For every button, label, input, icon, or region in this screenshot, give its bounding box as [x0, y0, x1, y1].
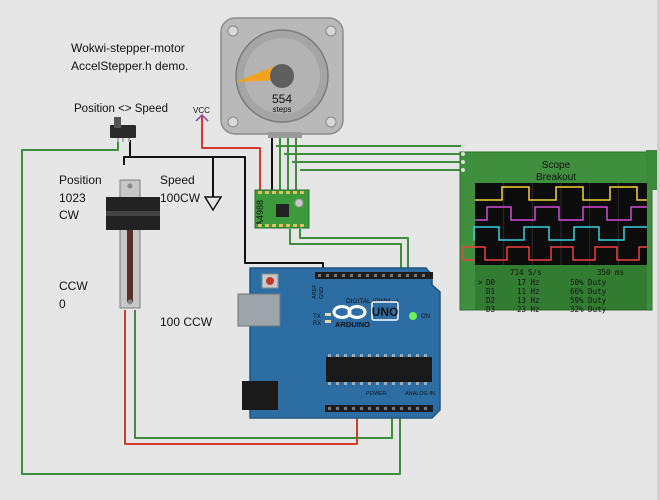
vcc-symbol[interactable]: VCC: [193, 106, 210, 122]
driver-label: A4988: [255, 200, 265, 226]
a4988-driver[interactable]: A4988: [254, 189, 310, 229]
ground-symbol[interactable]: [203, 196, 223, 212]
right-edge-bar: [657, 0, 660, 500]
slider-speed-label: Speed: [160, 173, 195, 187]
motor-screw-hole: [227, 25, 239, 37]
scope-title-line-2: Breakout: [536, 172, 576, 183]
arduino-uno[interactable]: AREF GND DIGITAL (PWM ~) UNO ARDUINO TX …: [237, 267, 441, 419]
title-line-2: AccelStepper.h demo.: [71, 59, 188, 73]
scope-row-channel: D2: [486, 296, 495, 305]
wire-green-driver-step[interactable]: [289, 229, 402, 275]
vcc-label: VCC: [193, 106, 210, 115]
scope-row-marker: >: [478, 278, 483, 287]
on-led: [409, 312, 417, 320]
slider-speed-value: 100CW: [160, 191, 201, 205]
slider-position-dir: CW: [59, 208, 80, 222]
tx-label: TX: [313, 314, 321, 320]
wire-red-vcc-to-driver[interactable]: [201, 116, 261, 190]
wires: [21, 116, 463, 475]
scope-row-frequency: 13 Hz: [517, 296, 540, 305]
motor-screw-hole: [227, 116, 239, 128]
scope-header-window: 350 ms: [597, 268, 624, 277]
wire-green-switch-to-a1[interactable]: [21, 140, 401, 475]
slider-position-label: Position: [59, 173, 102, 187]
scope-row-channel: D3: [486, 305, 495, 314]
scope-trace-D2: [473, 226, 647, 241]
motor-screw-hole: [325, 116, 337, 128]
motor-shaft: [270, 64, 294, 88]
scope-title-line-1: Scope: [542, 160, 571, 171]
driver-chip: [276, 204, 289, 217]
slider-bottom-label: 100 CCW: [160, 315, 213, 329]
scope-grid: [503, 183, 619, 265]
stepper-motor[interactable]: 554 steps: [220, 17, 344, 138]
scope-trace-D0: [475, 186, 647, 201]
title-line-1: Wokwi-stepper-motor: [71, 41, 185, 55]
gnd-label: GND: [319, 287, 325, 299]
scope-header-samplerate: 714 S/s: [510, 268, 542, 277]
slide-potentiometer[interactable]: [106, 179, 160, 309]
power-label: POWER: [366, 391, 387, 397]
scope-trace-D1: [475, 206, 647, 221]
scope-traces: [462, 186, 647, 261]
wire-green-slider-to-a0[interactable]: [134, 310, 393, 439]
power-jack: [242, 381, 278, 410]
digital-label: DIGITAL (PWM ~): [346, 298, 398, 305]
scope-row-frequency: 11 Hz: [517, 287, 540, 296]
on-label: ON: [421, 314, 430, 320]
switch-knob[interactable]: [114, 117, 121, 128]
slider-track: [127, 210, 133, 302]
usb-port: [237, 293, 281, 327]
scope-row-duty: 66% Duty: [570, 287, 607, 296]
motor-screw-hole: [325, 25, 337, 37]
scope-row-channel: D0: [486, 278, 496, 287]
scope-channel-table: > D0 17 Hz 50% Duty D1 11 Hz 66% Duty D2…: [478, 278, 607, 314]
logic-scope[interactable]: Scope Breakout 714 S/s 350 ms > D0 17 Hz…: [459, 144, 658, 314]
scope-row-duty: 50% Duty: [570, 278, 607, 287]
scope-row-frequency: 17 Hz: [517, 278, 540, 287]
model-label: UNO: [372, 305, 399, 319]
analog-label: ANALOG IN: [405, 391, 435, 397]
wire-black-gnd-bus[interactable]: [123, 156, 324, 275]
arduino-logo-icon: [332, 305, 367, 319]
wire-green-driver-dir[interactable]: [299, 229, 409, 275]
motor-steps-value: 554: [272, 92, 292, 106]
aref-label: AREF: [312, 284, 318, 299]
scope-row-channel: D1: [486, 287, 495, 296]
slide-switch[interactable]: [110, 117, 136, 142]
slider-ccw-value: 0: [59, 297, 66, 311]
switch-label: Position <> Speed: [74, 103, 168, 115]
switch-body: [110, 125, 136, 138]
wire-red-slider-to-5v[interactable]: [124, 310, 358, 445]
slider-position-value: 1023: [59, 191, 86, 205]
scope-row-duty: 32% Duty: [570, 305, 607, 314]
rx-label: RX: [313, 321, 321, 327]
brand-label: ARDUINO: [335, 320, 370, 329]
scope-trace-D3: [462, 246, 647, 261]
microcontroller-chip: [326, 357, 432, 382]
vcc-arrow-icon: [195, 113, 209, 122]
ground-icon: [203, 196, 223, 212]
driver-potentiometer[interactable]: [294, 198, 304, 208]
slider-ccw-label: CCW: [59, 279, 88, 293]
scope-row-duty: 59% Duty: [570, 296, 607, 305]
motor-steps-unit: steps: [272, 105, 291, 114]
scope-row-frequency: 23 Hz: [517, 305, 540, 314]
